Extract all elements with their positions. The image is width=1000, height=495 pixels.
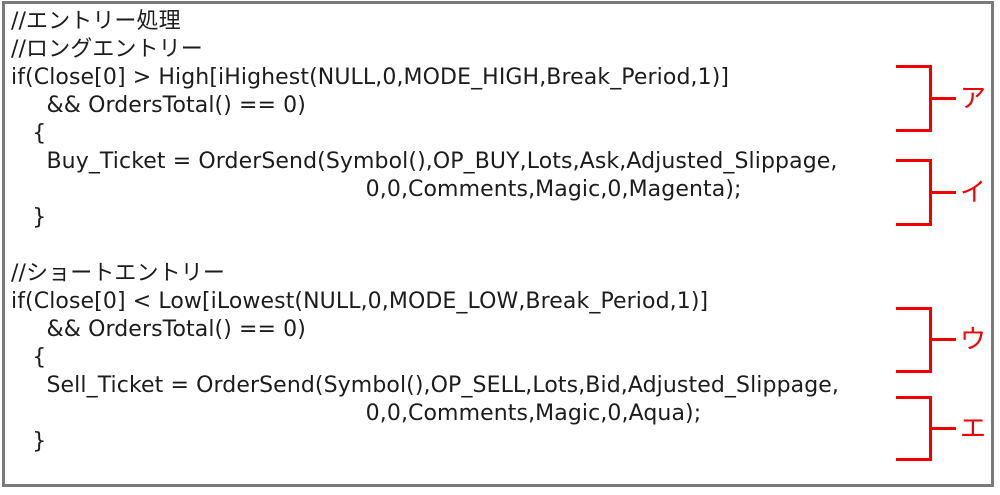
code-line-comment-entry: //エントリー処理: [11, 9, 181, 34]
code-line-sell-ordersend: Sell_Ticket = OrderSend(Symbol(),OP_SELL…: [11, 373, 840, 398]
annotation-bracket-i: イ: [896, 159, 986, 226]
code-line-open-brace-short: {: [11, 345, 47, 370]
code-line-if-short-cond2: && OrdersTotal() == 0): [11, 317, 306, 342]
code-line-if-long: if(Close[0] > High[iHighest(NULL,0,MODE_…: [11, 65, 730, 90]
annotation-label-a: ア: [960, 83, 987, 114]
code-line-blank: [11, 232, 839, 260]
annotation-label-e: エ: [960, 413, 987, 444]
annotation-bracket-u: ウ: [896, 307, 986, 373]
annotation-label-u: ウ: [960, 325, 987, 355]
code-line-if-long-cond2: && OrdersTotal() == 0): [11, 93, 306, 118]
bracket-tick-icon: [932, 338, 956, 341]
bracket-tick-icon: [932, 96, 956, 100]
bracket-tick-icon: [932, 190, 956, 194]
annotation-bracket-a: ア: [896, 65, 986, 132]
code-line-close-brace-short: }: [11, 429, 47, 454]
code-line-comment-short-entry: //ショートエントリー: [11, 261, 225, 286]
code-line-buy-ordersend-args2: 0,0,Comments,Magic,0,Magenta);: [11, 177, 742, 202]
code-line-close-brace-long: }: [11, 205, 47, 230]
code-block: //エントリー処理 //ロングエントリー if(Close[0] > High[…: [11, 8, 839, 456]
code-line-if-short: if(Close[0] < Low[iLowest(NULL,0,MODE_LO…: [11, 289, 709, 314]
code-line-open-brace-long: {: [11, 121, 47, 146]
annotation-label-i: イ: [960, 177, 987, 208]
annotation-bracket-e: エ: [896, 396, 986, 461]
code-line-buy-ordersend: Buy_Ticket = OrderSend(Symbol(),OP_BUY,L…: [11, 149, 838, 174]
bracket-tick-icon: [932, 426, 956, 430]
code-line-comment-long-entry: //ロングエントリー: [11, 37, 203, 62]
code-line-sell-ordersend-args2: 0,0,Comments,Magic,0,Aqua);: [11, 401, 702, 426]
